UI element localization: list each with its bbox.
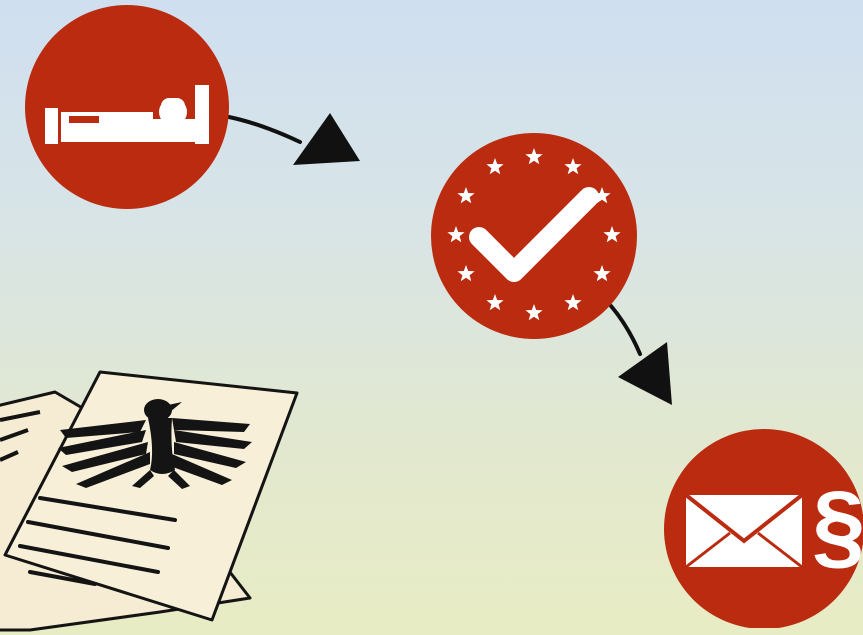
eu-verified-check-icon (431, 133, 637, 339)
arrow-1 (229, 113, 360, 165)
bed-step-circle (25, 5, 229, 209)
eu-verified-step-circle (431, 133, 637, 339)
bed-icon (25, 5, 229, 209)
paragraph-symbol: § (812, 478, 863, 574)
